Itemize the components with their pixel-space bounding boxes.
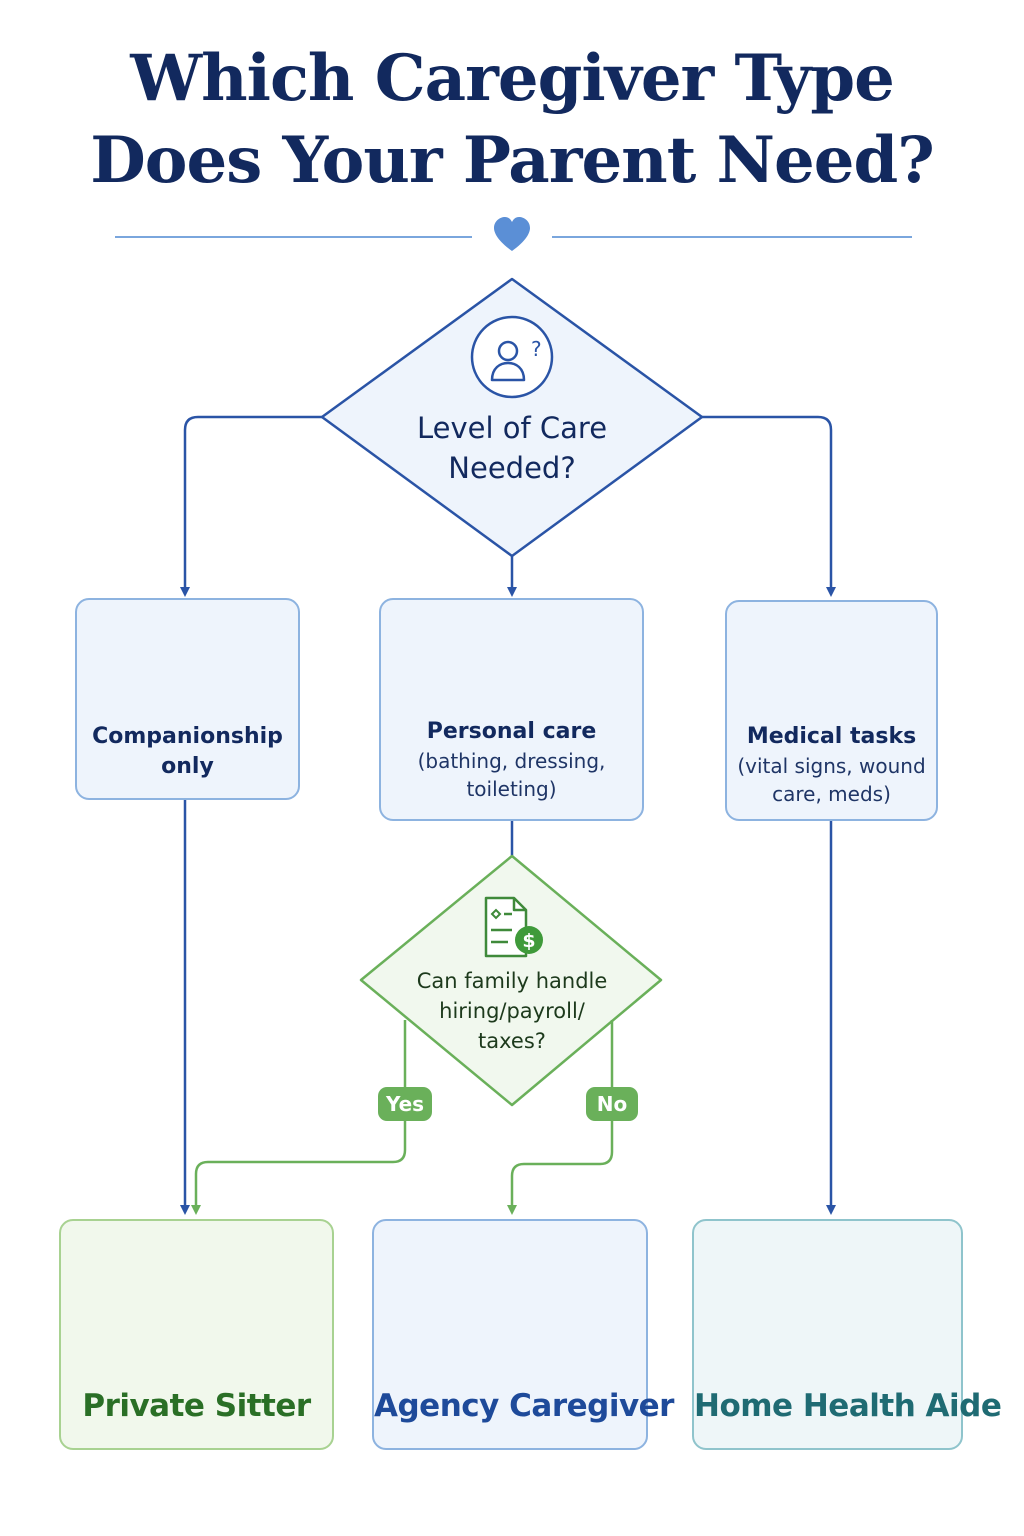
- connector-to-medical: [702, 415, 836, 597]
- person-question-icon: ?: [470, 315, 554, 399]
- title-line-2: Does Your Parent Need?: [90, 123, 934, 198]
- yes-label: Yes: [378, 1087, 432, 1121]
- family-handle-line-1: Can family handle: [416, 969, 608, 993]
- private-sitter-label: Private Sitter: [82, 1388, 311, 1424]
- title-line-1: Which Caregiver Type: [130, 41, 895, 116]
- companionship-title-line-2: only: [161, 754, 214, 779]
- result-agency-caregiver: Agency Caregiver: [372, 1219, 674, 1450]
- option-medical-tasks: Medical tasks (vital signs, wound care, …: [725, 600, 938, 821]
- option-companionship: Companionship only: [75, 598, 300, 800]
- companionship-title-line-1: Companionship: [92, 724, 283, 749]
- svg-text:?: ?: [531, 337, 542, 361]
- result-home-health-aide: Home Health Aide: [692, 1219, 1002, 1450]
- agency-caregiver-label: Agency Caregiver: [374, 1388, 674, 1424]
- family-handle-line-2: hiring/payroll/: [439, 999, 585, 1023]
- svg-text:$: $: [522, 930, 535, 952]
- personal-care-detail-line-1: (bathing, dressing,: [417, 749, 606, 773]
- family-handle-question: Can family handle hiring/payroll/ taxes?: [392, 966, 632, 1056]
- medical-tasks-detail-line-1: (vital signs, wound: [737, 754, 926, 778]
- home-health-aide-label: Home Health Aide: [694, 1388, 1002, 1424]
- medical-tasks-title: Medical tasks: [746, 724, 917, 749]
- connector-no-to-agency: [507, 1020, 614, 1215]
- level-of-care-question: Level of Care Needed?: [372, 408, 652, 488]
- document-dollar-icon: $: [484, 896, 543, 958]
- level-of-care-line-2: Needed?: [448, 451, 576, 485]
- personal-care-detail-line-2: toileting): [466, 777, 557, 801]
- page-title: Which Caregiver Type Does Your Parent Ne…: [0, 38, 1024, 202]
- heart-icon: [494, 217, 530, 251]
- connector-to-companionship: [180, 415, 322, 597]
- family-handle-diamond: [359, 854, 663, 1107]
- personal-care-title: Personal care: [426, 719, 597, 744]
- level-of-care-line-1: Level of Care: [416, 411, 608, 445]
- option-personal-care: Personal care (bathing, dressing, toilet…: [379, 598, 644, 821]
- result-private-sitter: Private Sitter: [59, 1219, 334, 1450]
- medical-tasks-detail-line-2: care, meds): [772, 782, 891, 806]
- no-label: No: [586, 1087, 638, 1121]
- connector-yes-to-sitter: [191, 1020, 407, 1215]
- family-handle-line-3: taxes?: [478, 1029, 546, 1053]
